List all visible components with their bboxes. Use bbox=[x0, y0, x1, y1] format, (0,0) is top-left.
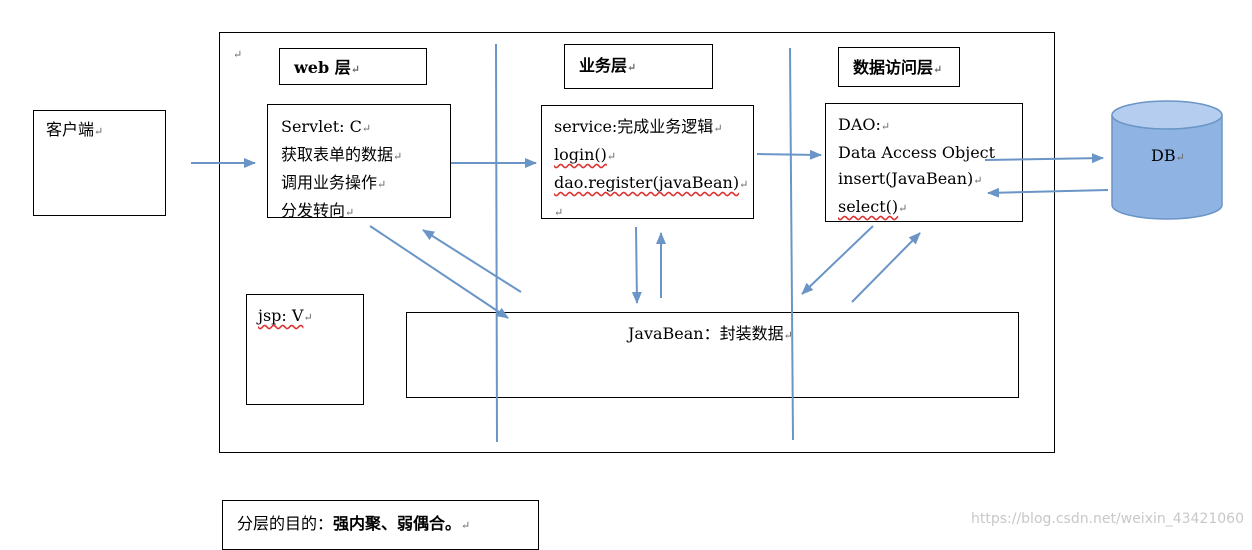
dao-line-3: insert(JavaBean) bbox=[838, 169, 974, 188]
client-label: 客户端 bbox=[46, 120, 95, 139]
service-box: service:完成业务逻辑↵ login()↵ dao.register(ja… bbox=[541, 105, 754, 219]
note-prefix: 分层的目的： bbox=[237, 514, 334, 533]
javabean-label: JavaBean：封装数据 bbox=[628, 324, 784, 343]
arrow-javabean-to-servlet bbox=[422, 229, 522, 293]
arrow-servlet-to-javabean bbox=[369, 225, 509, 319]
watermark: https://blog.csdn.net/weixin_43421060 bbox=[970, 511, 1244, 527]
note-emphasis: 强内聚、弱偶合。 bbox=[333, 514, 462, 533]
db-cylinder bbox=[1111, 100, 1223, 220]
arrow-service-to-javabean bbox=[631, 226, 642, 304]
arrow-service-to-dao bbox=[756, 149, 822, 160]
arrow-javabean-to-dao bbox=[851, 232, 921, 303]
data-layer-title: 数据访问层 bbox=[853, 58, 934, 77]
servlet-line-1: Servlet: C bbox=[281, 117, 362, 136]
servlet-line-4: 分发转向 bbox=[281, 201, 346, 220]
service-layer-title: 业务层 bbox=[579, 56, 628, 75]
service-layer-title-box: 业务层↵ bbox=[564, 44, 713, 89]
db-label: DB bbox=[1151, 146, 1176, 165]
layer-divider-2 bbox=[789, 47, 794, 441]
javabean-box: JavaBean：封装数据↵ bbox=[406, 312, 1019, 398]
arrow-db-to-dao bbox=[987, 187, 1109, 198]
arrow-dao-to-db bbox=[984, 153, 1104, 164]
dao-line-1: DAO: bbox=[838, 115, 881, 134]
service-line-3: dao.register(javaBean) bbox=[554, 173, 740, 192]
jsp-box: jsp: V↵ bbox=[246, 294, 364, 405]
servlet-line-2: 获取表单的数据 bbox=[281, 145, 394, 164]
arrow-dao-to-javabean bbox=[801, 225, 874, 295]
client-box: 客户端↵ bbox=[33, 110, 166, 216]
jsp-label: jsp: V bbox=[258, 306, 304, 325]
servlet-box: Servlet: C↵ 获取表单的数据↵ 调用业务操作↵ 分发转向↵ bbox=[267, 104, 451, 220]
web-layer-title: web 层 bbox=[294, 58, 351, 77]
layer-divider-1 bbox=[495, 43, 498, 443]
frame-mark: ↵ bbox=[233, 48, 243, 61]
web-layer-title-box: web 层↵ bbox=[279, 48, 427, 85]
service-line-1: service:完成业务逻辑 bbox=[554, 117, 714, 136]
dao-line-2: Data Access Object bbox=[838, 143, 996, 162]
data-layer-title-box: 数据访问层↵ bbox=[838, 47, 960, 87]
dao-line-4: select() bbox=[838, 197, 899, 216]
dao-box: DAO:↵ Data Access Object insert(JavaBean… bbox=[825, 103, 1023, 222]
servlet-line-3: 调用业务操作 bbox=[281, 173, 378, 192]
service-line-2: login() bbox=[554, 145, 607, 164]
